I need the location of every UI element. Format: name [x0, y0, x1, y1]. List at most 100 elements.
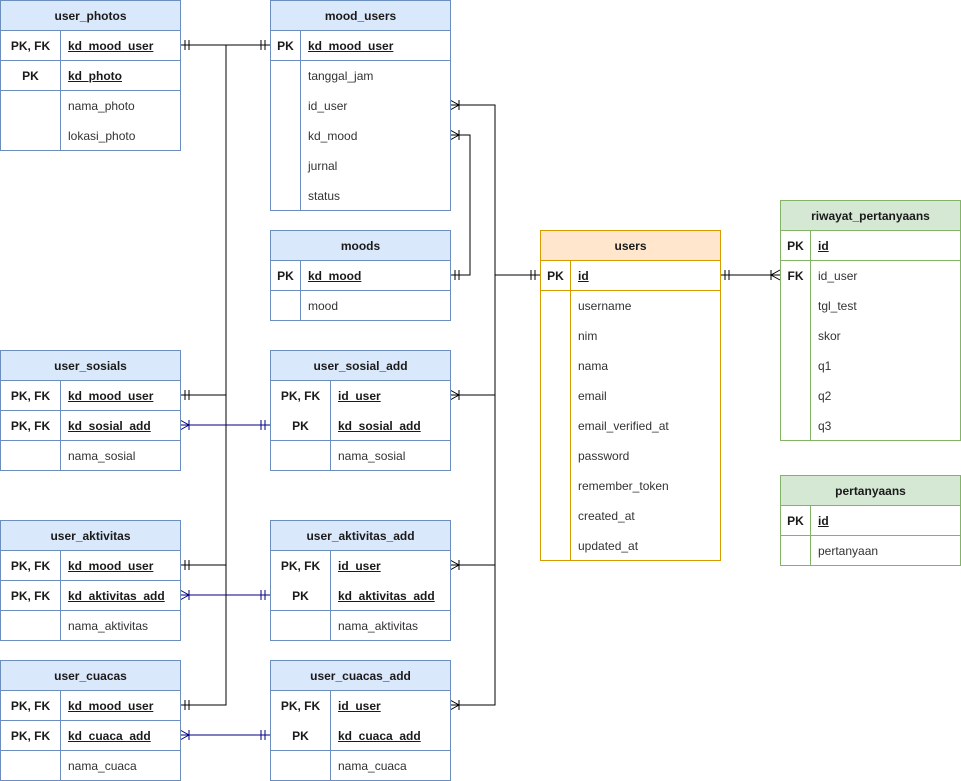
entity-row[interactable]: status	[271, 181, 450, 211]
field-name: nama_aktivitas	[338, 619, 419, 633]
entity-row[interactable]: jurnal	[271, 151, 450, 181]
field-name: username	[578, 299, 632, 313]
key-type-label	[541, 321, 571, 351]
many-marker	[449, 389, 461, 401]
one-only-marker	[184, 560, 190, 570]
entity-row[interactable]: email_verified_at	[541, 411, 720, 441]
entity-row[interactable]: skor	[781, 321, 960, 351]
entity-title: user_sosial_add	[271, 351, 450, 381]
entity-row[interactable]: created_at	[541, 501, 720, 531]
entity-row[interactable]: q2	[781, 381, 960, 411]
key-type-label: PK	[271, 31, 301, 61]
entity-row[interactable]: id_user	[271, 91, 450, 121]
entity-row[interactable]: q3	[781, 411, 960, 441]
field-name: kd_mood_user	[68, 389, 154, 403]
field-name: kd_sosial_add	[68, 419, 151, 433]
key-type-label	[271, 611, 331, 641]
entity-row[interactable]: nama	[541, 351, 720, 381]
entity-row[interactable]: mood	[271, 291, 450, 321]
entity-row[interactable]: nama_cuaca	[1, 751, 180, 781]
key-type-label	[541, 351, 571, 381]
one-only-marker	[260, 40, 266, 50]
entity-row[interactable]: email	[541, 381, 720, 411]
field-name: kd_aktivitas_add	[338, 589, 435, 603]
field-name: skor	[818, 329, 841, 343]
entity-row[interactable]: updated_at	[541, 531, 720, 561]
field-name: nama_cuaca	[338, 759, 407, 773]
entity-row[interactable]: lokasi_photo	[1, 121, 180, 151]
key-type-label	[781, 351, 811, 381]
entity-row[interactable]: pertanyaan	[781, 536, 960, 566]
field-name: lokasi_photo	[68, 129, 136, 143]
key-type-label	[271, 441, 331, 471]
entity-row[interactable]: tgl_test	[781, 291, 960, 321]
field-name: nama_sosial	[338, 449, 406, 463]
one-only-marker	[454, 270, 460, 280]
key-type-label	[541, 471, 571, 501]
field-name: nama	[578, 359, 609, 373]
entity-row[interactable]: nama_photo	[1, 91, 180, 121]
field-name: email	[578, 389, 607, 403]
entity-row[interactable]: PK kd_mood_user	[271, 31, 450, 61]
entity-row[interactable]: PK, FK kd_mood_user	[1, 31, 180, 61]
entity-row[interactable]: nama_sosial	[271, 441, 450, 471]
entity-row[interactable]: nama_cuaca	[271, 751, 450, 781]
entity-row[interactable]: password	[541, 441, 720, 471]
field-name: status	[308, 189, 341, 203]
field-name: kd_mood_user	[308, 39, 394, 53]
entity-row[interactable]: PK, FK kd_cuaca_add	[1, 721, 180, 751]
field-name: kd_cuaca_add	[68, 729, 151, 743]
key-type-label	[1, 441, 61, 471]
key-type-label: PK, FK	[271, 381, 331, 411]
key-type-label: PK, FK	[1, 31, 61, 61]
entity-row[interactable]: tanggal_jam	[271, 61, 450, 91]
entity-row[interactable]: kd_mood	[271, 121, 450, 151]
key-type-label: PK, FK	[1, 721, 61, 751]
entity-row[interactable]: remember_token	[541, 471, 720, 501]
entity-row[interactable]: nim	[541, 321, 720, 351]
entity-row[interactable]: nama_aktivitas	[271, 611, 450, 641]
relationship-line	[450, 275, 496, 706]
one-only-marker	[530, 270, 536, 280]
entity-row[interactable]: nama_aktivitas	[1, 611, 180, 641]
field-name: nama_photo	[68, 99, 135, 113]
field-name: id	[578, 269, 589, 283]
entity-row[interactable]: nama_sosial	[1, 441, 180, 471]
entity-title: moods	[271, 231, 450, 261]
entity-row[interactable]: username	[541, 291, 720, 321]
field-name: id	[818, 239, 829, 253]
entity-row[interactable]: q1	[781, 351, 960, 381]
key-type-label	[1, 91, 61, 121]
field-name: kd_mood_user	[68, 39, 154, 53]
key-type-label: PK, FK	[1, 551, 61, 581]
